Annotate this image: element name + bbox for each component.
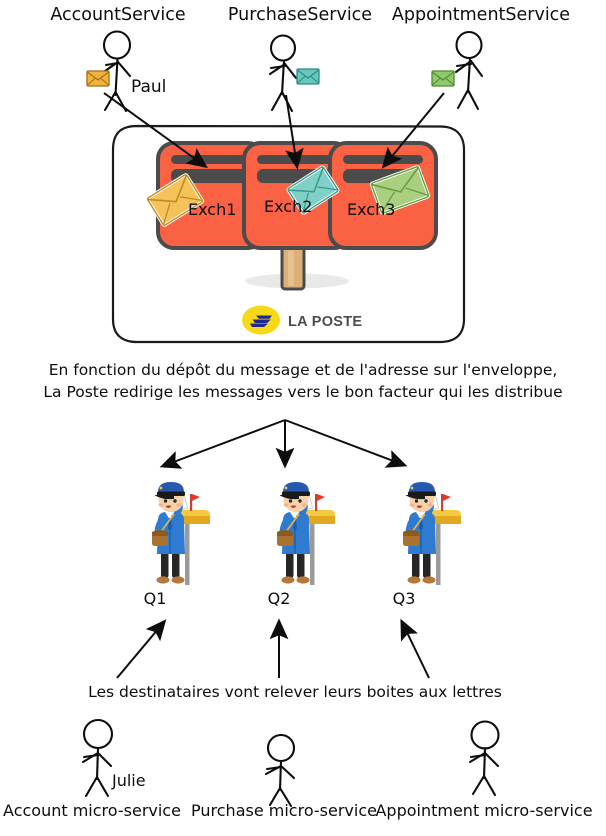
exchange-box-1-vent: [171, 155, 251, 164]
arrow-to-q3: [284, 419, 408, 468]
arrows-services-to-exchanges: [103, 92, 445, 170]
exchange-label-1: Exch1: [188, 200, 236, 219]
bottom-service-purchase: Purchase micro-service: [191, 733, 377, 820]
postman-q1: [152, 482, 210, 585]
top-service-purchase: PurchaseService: [228, 5, 372, 113]
exchange-box-1: [156, 141, 266, 250]
envelope-account: [86, 70, 110, 87]
arrow-appointment-to-exch3: [381, 92, 445, 169]
stick-figure-account-consumer: [81, 718, 114, 798]
arrow-purchase-to-exch2: [285, 94, 304, 170]
top-service-appointment: AppointmentService: [392, 5, 570, 111]
stick-figure-purchase: [268, 34, 298, 113]
stick-figure-purchase-consumer: [264, 733, 296, 808]
exchange-box-3-vent: [343, 155, 423, 164]
la-poste-bird-icon: [250, 315, 272, 327]
exchange-label-2: Exch2: [264, 197, 312, 216]
arrow-account-consumer-to-q1: [116, 619, 167, 679]
postman-q2: [277, 482, 335, 585]
arrow-to-q1: [159, 419, 286, 469]
top-person-name-paul: Paul: [131, 77, 166, 97]
queue-label-q3: Q3: [393, 589, 416, 608]
exchange-envelope-3: [369, 165, 431, 215]
arrows-consumers-to-queues: [116, 618, 430, 679]
stick-figure-appointment: [454, 30, 484, 111]
top-service-label-purchase: PurchaseService: [228, 5, 372, 25]
postman-q3: [403, 482, 461, 585]
stick-figure-appointment-consumer: [468, 720, 500, 797]
caption-bottom: Les destinataires vont relever leurs boi…: [88, 683, 502, 701]
exchange-envelope-1: [145, 173, 205, 227]
stick-figure-account: [102, 30, 132, 113]
bottom-service-label-account: Account micro-service: [3, 801, 181, 820]
bottom-service-account: Julie Account micro-service: [3, 718, 181, 820]
queue-label-q2: Q2: [268, 589, 291, 608]
top-service-account: AccountService Paul: [50, 5, 186, 113]
caption-middle-line1: En fonction du dépôt du message et de l'…: [49, 361, 558, 379]
bottom-service-label-purchase: Purchase micro-service: [191, 801, 377, 820]
bottom-service-appointment: Appointment micro-service: [375, 720, 593, 820]
top-service-label-appointment: AppointmentService: [392, 5, 570, 25]
envelope-appointment: [431, 70, 455, 87]
arrows-exchange-to-queues: [159, 419, 408, 469]
bottom-service-label-appointment: Appointment micro-service: [375, 801, 592, 820]
arrow-account-to-exch1: [103, 92, 208, 169]
caption-middle-line2: La Poste redirige les messages vers le b…: [43, 383, 562, 401]
bottom-person-name-julie: Julie: [111, 771, 146, 790]
envelope-purchase: [296, 68, 320, 85]
la-poste-wordmark: LA POSTE: [288, 314, 362, 330]
la-poste-logo: LA POSTE: [242, 305, 362, 335]
queue-label-q1: Q1: [144, 589, 167, 608]
top-service-label-account: AccountService: [50, 5, 185, 25]
exchange-label-3: Exch3: [347, 200, 395, 219]
exchange-envelope-2: [286, 165, 340, 215]
arrow-appointment-consumer-to-q3: [400, 618, 430, 679]
exchange-mailbox-group: Exch1 Exch2 Exch3: [145, 141, 438, 291]
